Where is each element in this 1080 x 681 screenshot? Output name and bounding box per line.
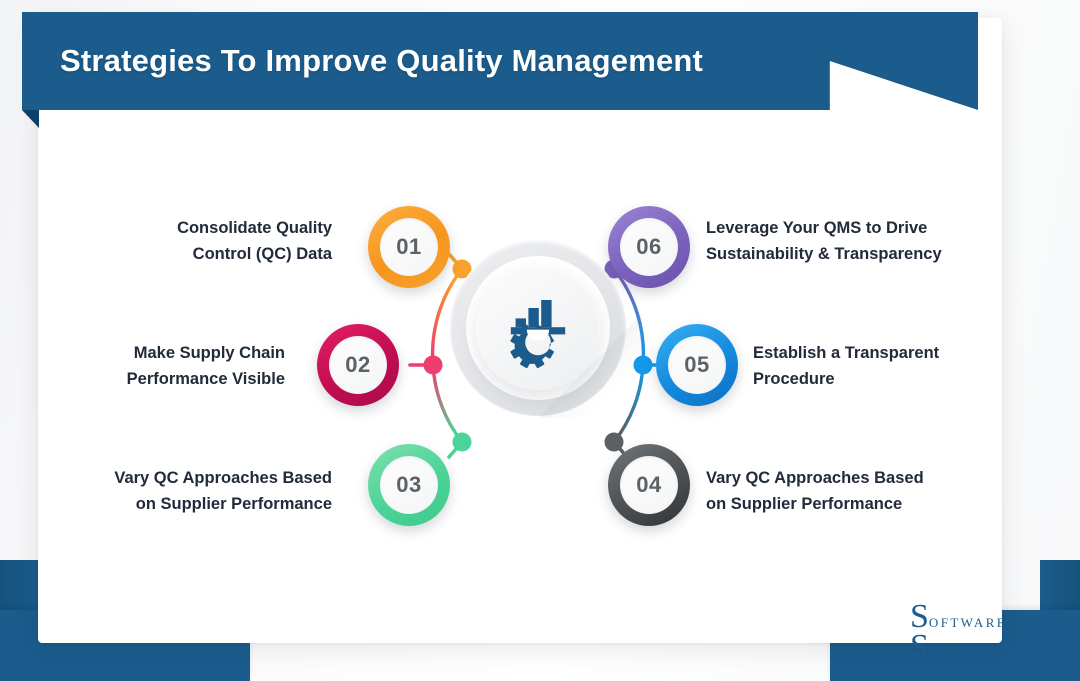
step-inner-04: 04: [620, 456, 678, 514]
page-title: Strategies To Improve Quality Management: [60, 43, 704, 78]
step-label-03-line1: Vary QC Approaches Based: [114, 469, 332, 487]
gear-bar-chart-icon: [510, 300, 566, 368]
step-inner-03: 03: [380, 456, 438, 514]
step-label-01: Consolidate Quality Control (QC) Data: [177, 216, 332, 267]
ribbon-fold-triangle: [22, 110, 39, 128]
step-inner-02: 02: [329, 336, 387, 394]
step-inner-01: 01: [380, 218, 438, 276]
logo-word1-capital: S: [910, 597, 929, 635]
step-label-02-line2: Performance Visible: [126, 369, 285, 388]
diagram-area: 01 Consolidate Quality Control (QC) Data…: [38, 120, 1002, 590]
step-node-03[interactable]: 03: [368, 444, 450, 526]
step-node-01[interactable]: 01: [368, 206, 450, 288]
step-label-02: Make Supply Chain Performance Visible: [127, 341, 285, 392]
step-label-01-line2: Control (QC) Data: [192, 244, 332, 263]
step-label-05: Establish a Transparent Procedure: [753, 341, 939, 392]
step-number-03: 03: [396, 472, 422, 497]
step-label-05-line2: Procedure: [753, 369, 835, 388]
step-number-02: 02: [345, 352, 371, 377]
step-label-03-line2: on Supplier Performance: [135, 494, 332, 513]
step-inner-05: 05: [668, 336, 726, 394]
step-label-02-line1: Make Supply Chain: [133, 344, 285, 362]
logo-word1-rest: oftware: [928, 610, 1008, 632]
ribbon-shape: [22, 12, 978, 110]
step-label-04-line2: on Supplier Performance: [706, 494, 903, 513]
center-hub: [450, 240, 642, 418]
step-number-01: 01: [396, 234, 422, 259]
step-label-01-line1: Consolidate Quality: [177, 219, 332, 237]
logo-word2-rest: uggest: [928, 641, 995, 663]
connector-lines: [408, 252, 668, 459]
step-number-05: 05: [684, 352, 710, 377]
step-node-05[interactable]: 05: [656, 324, 738, 406]
step-inner-06: 06: [620, 218, 678, 276]
registered-trademark-icon: ®: [1008, 618, 1016, 630]
logo-word2-capital: S: [910, 628, 929, 666]
step-label-04-line1: Vary QC Approaches Based: [706, 469, 924, 487]
step-label-06-line2: Sustainability & Transparency: [706, 244, 942, 263]
step-node-04[interactable]: 04: [608, 444, 690, 526]
step-node-06[interactable]: 06: [608, 206, 690, 288]
step-label-05-line1: Establish a Transparent: [753, 344, 940, 362]
step-label-06-line1: Leverage Your QMS to Drive: [706, 219, 928, 237]
step-node-02[interactable]: 02: [317, 324, 399, 406]
step-label-04: Vary QC Approaches Based on Supplier Per…: [706, 466, 924, 517]
step-number-06: 06: [636, 234, 662, 259]
step-label-06: Leverage Your QMS to Drive Sustainabilit…: [706, 216, 942, 267]
step-label-03: Vary QC Approaches Based on Supplier Per…: [114, 466, 332, 517]
step-number-04: 04: [636, 472, 662, 497]
header-ribbon: Strategies To Improve Quality Management: [22, 12, 978, 128]
